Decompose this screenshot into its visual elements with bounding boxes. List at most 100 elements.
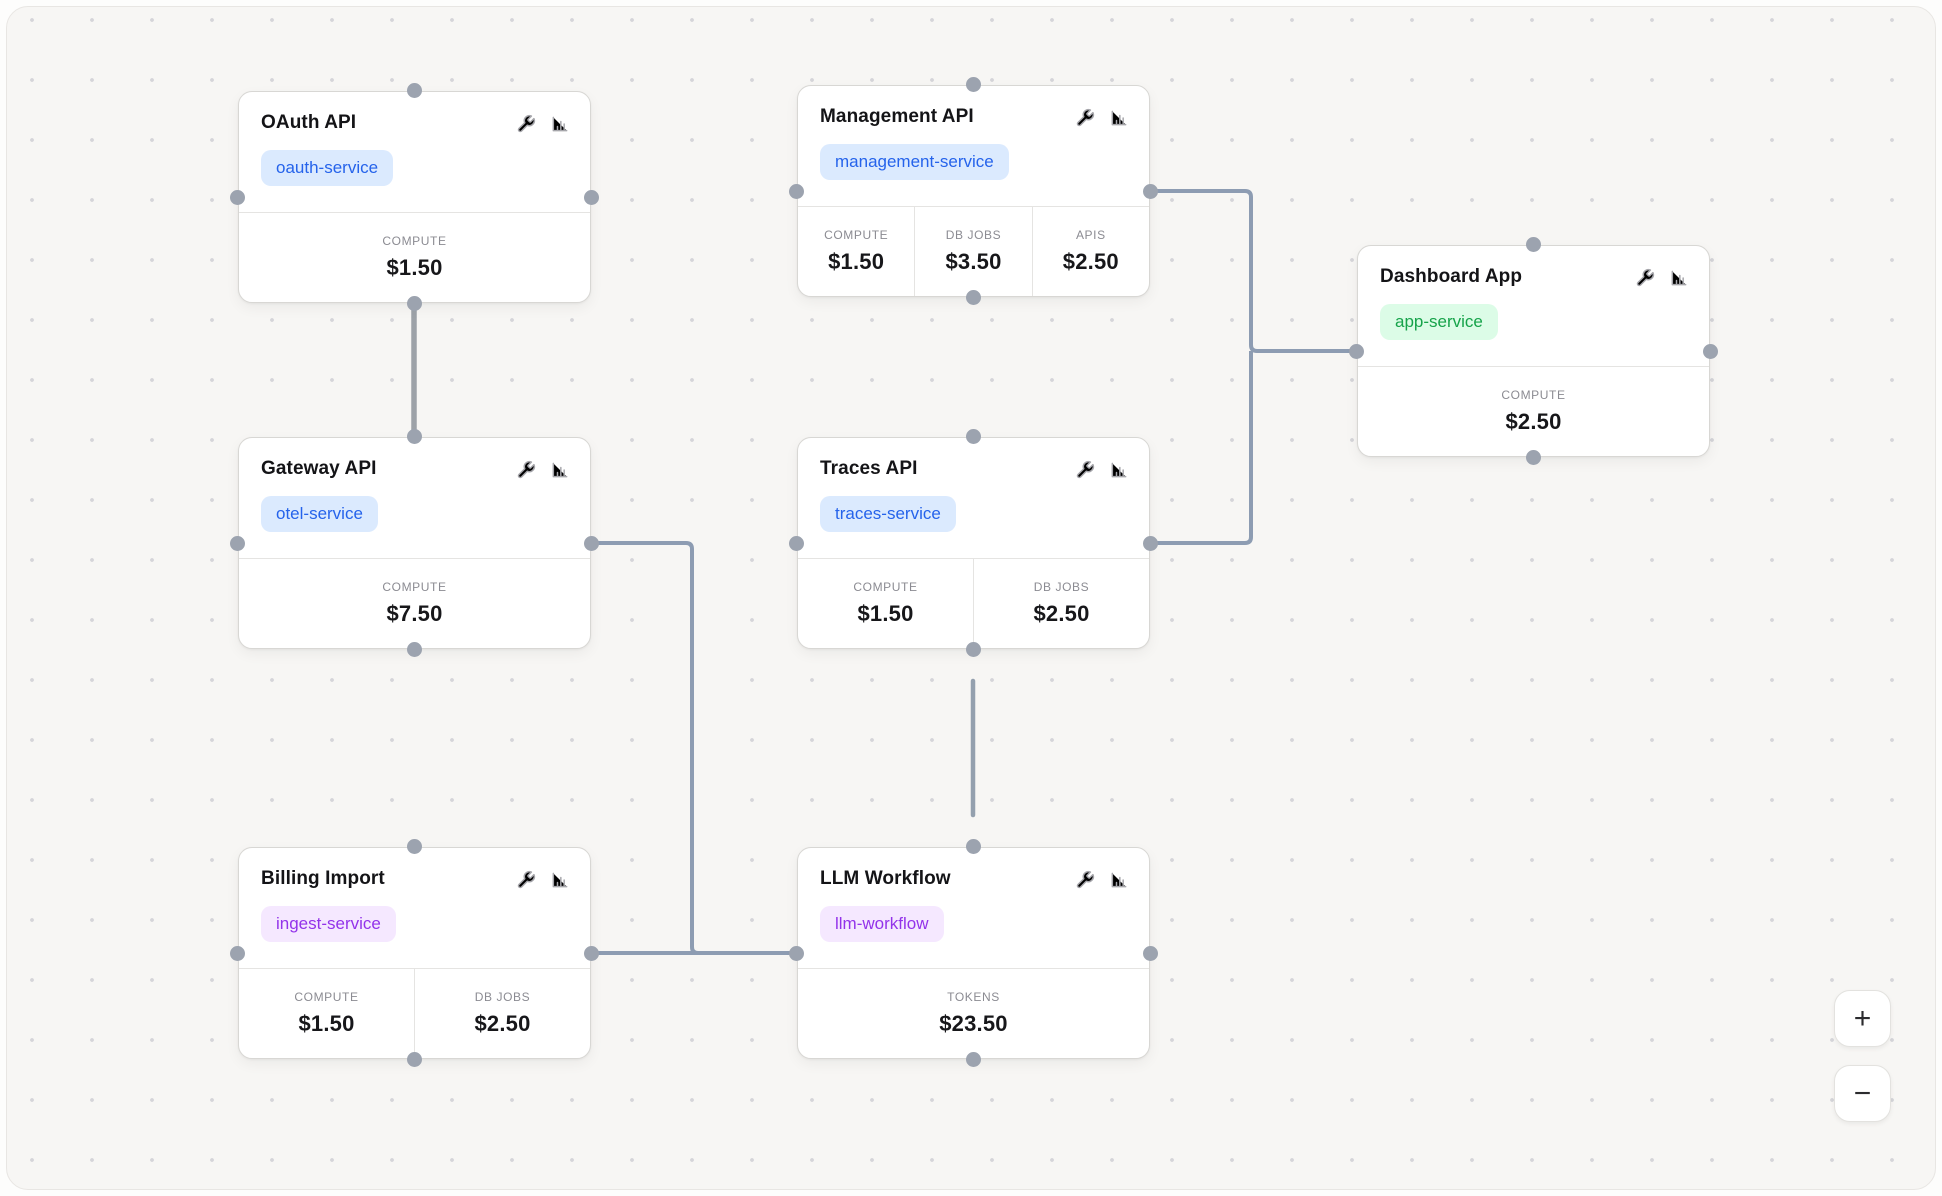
- node-settings-button[interactable]: [516, 870, 536, 890]
- handle-top[interactable]: [966, 429, 981, 444]
- wrench-icon: [1076, 460, 1095, 479]
- node-metrics-button[interactable]: [1109, 108, 1129, 128]
- node-settings-button[interactable]: [1635, 268, 1655, 288]
- handle-left[interactable]: [789, 945, 804, 961]
- node-billing-import[interactable]: Billing Import ingest-service COMPUTE $1…: [230, 839, 599, 1067]
- handle-top[interactable]: [407, 83, 422, 98]
- cost-metric: COMPUTE $1.50: [239, 213, 590, 302]
- wrench-icon: [517, 460, 536, 479]
- cost-metric: COMPUTE $1.50: [798, 207, 914, 296]
- cost-value: $2.50: [1505, 409, 1562, 434]
- handle-left[interactable]: [1349, 343, 1364, 359]
- service-badge: otel-service: [261, 496, 378, 532]
- handle-right[interactable]: [584, 535, 599, 551]
- cost-label: DB JOBS: [474, 990, 531, 1004]
- node-header: Billing Import: [239, 848, 590, 890]
- node-actions: [1075, 870, 1129, 890]
- handle-left[interactable]: [789, 535, 804, 551]
- cost-value: $2.50: [474, 1011, 531, 1036]
- bar-chart-icon: [552, 462, 568, 478]
- handle-right[interactable]: [1143, 945, 1158, 961]
- handle-left[interactable]: [789, 183, 804, 199]
- cost-row: TOKENS $23.50: [798, 968, 1149, 1058]
- node-header: Management API: [798, 86, 1149, 128]
- cost-value: $1.50: [857, 601, 914, 626]
- node-gateway-api[interactable]: Gateway API otel-service COMPUTE $7.50: [230, 429, 599, 657]
- handle-top[interactable]: [1526, 237, 1541, 252]
- node-metrics-button[interactable]: [1109, 870, 1129, 890]
- node-metrics-button[interactable]: [1109, 460, 1129, 480]
- node-settings-button[interactable]: [1075, 460, 1095, 480]
- handle-bottom[interactable]: [407, 1052, 422, 1067]
- cost-metric: DB JOBS $2.50: [414, 969, 590, 1058]
- service-badge: oauth-service: [261, 150, 394, 186]
- cost-value: $3.50: [945, 249, 1002, 274]
- handle-top[interactable]: [966, 839, 981, 854]
- zoom-in-button[interactable]: +: [1834, 990, 1891, 1047]
- cost-row: COMPUTE $2.50: [1358, 366, 1709, 456]
- handle-top[interactable]: [407, 839, 422, 854]
- node-dashboard-app[interactable]: Dashboard App app-service COMPUTE $2.50: [1349, 237, 1718, 465]
- handle-right[interactable]: [584, 189, 599, 205]
- handle-bottom[interactable]: [1526, 450, 1541, 465]
- node-settings-button[interactable]: [1075, 108, 1095, 128]
- node-metrics-button[interactable]: [550, 460, 570, 480]
- service-badge: ingest-service: [261, 906, 396, 942]
- handle-bottom[interactable]: [407, 642, 422, 657]
- bar-chart-icon: [1671, 270, 1687, 286]
- edge-management-to-dashboard[interactable]: [1150, 189, 1357, 353]
- handle-left[interactable]: [230, 189, 245, 205]
- handle-right[interactable]: [584, 945, 599, 961]
- service-badge: traces-service: [820, 496, 956, 532]
- zoom-out-button[interactable]: −: [1834, 1065, 1891, 1122]
- handle-bottom[interactable]: [407, 296, 422, 311]
- node-settings-button[interactable]: [516, 460, 536, 480]
- node-metrics-button[interactable]: [550, 114, 570, 134]
- node-settings-button[interactable]: [1075, 870, 1095, 890]
- node-actions: [1075, 108, 1129, 128]
- cost-metric: APIS $2.50: [1031, 207, 1149, 296]
- handle-right[interactable]: [1143, 183, 1158, 199]
- node-llm-workflow[interactable]: LLM Workflow llm-workflow TOKENS $23.50: [789, 839, 1158, 1067]
- cost-row: COMPUTE $1.50 DB JOBS $2.50: [798, 558, 1149, 648]
- handle-right[interactable]: [1703, 343, 1718, 359]
- node-metrics-button[interactable]: [1669, 268, 1689, 288]
- cost-metric: TOKENS $23.50: [798, 969, 1149, 1058]
- node-actions: [516, 870, 570, 890]
- handle-top[interactable]: [966, 77, 981, 92]
- node-oauth-api[interactable]: OAuth API oauth-service COMPUTE $1.50: [230, 83, 599, 311]
- wrench-icon: [517, 870, 536, 889]
- handle-left[interactable]: [230, 945, 245, 961]
- bar-chart-icon: [552, 116, 568, 132]
- wrench-icon: [1636, 268, 1655, 287]
- node-actions: [1635, 268, 1689, 288]
- handle-bottom[interactable]: [966, 290, 981, 305]
- handle-left[interactable]: [230, 535, 245, 551]
- handle-bottom[interactable]: [966, 1052, 981, 1067]
- node-actions: [516, 114, 570, 134]
- edge-traces-to-dashboard[interactable]: [1150, 351, 1253, 545]
- node-title: Management API: [820, 106, 974, 127]
- node-actions: [1075, 460, 1129, 480]
- handle-top[interactable]: [407, 429, 422, 444]
- node-title: OAuth API: [261, 112, 357, 133]
- cost-metric: COMPUTE $2.50: [1358, 367, 1709, 456]
- cost-metric: COMPUTE $7.50: [239, 559, 590, 648]
- cost-value: $1.50: [828, 249, 885, 274]
- cost-metric: COMPUTE $1.50: [239, 969, 414, 1058]
- cost-label: COMPUTE: [1501, 388, 1566, 402]
- cost-label: COMPUTE: [382, 580, 447, 594]
- node-traces-api[interactable]: Traces API traces-service COMPUTE $1.50 …: [789, 429, 1158, 657]
- handle-right[interactable]: [1143, 535, 1158, 551]
- cost-label: DB JOBS: [945, 228, 1002, 242]
- node-settings-button[interactable]: [516, 114, 536, 134]
- node-metrics-button[interactable]: [550, 870, 570, 890]
- cost-label: COMPUTE: [824, 228, 889, 242]
- node-management-api[interactable]: Management API management-service COMPUT…: [789, 77, 1158, 305]
- bar-chart-icon: [1111, 110, 1127, 126]
- cost-label: COMPUTE: [294, 990, 359, 1004]
- handle-bottom[interactable]: [966, 642, 981, 657]
- node-title: Billing Import: [261, 868, 385, 889]
- cost-metric: DB JOBS $3.50: [914, 207, 1031, 296]
